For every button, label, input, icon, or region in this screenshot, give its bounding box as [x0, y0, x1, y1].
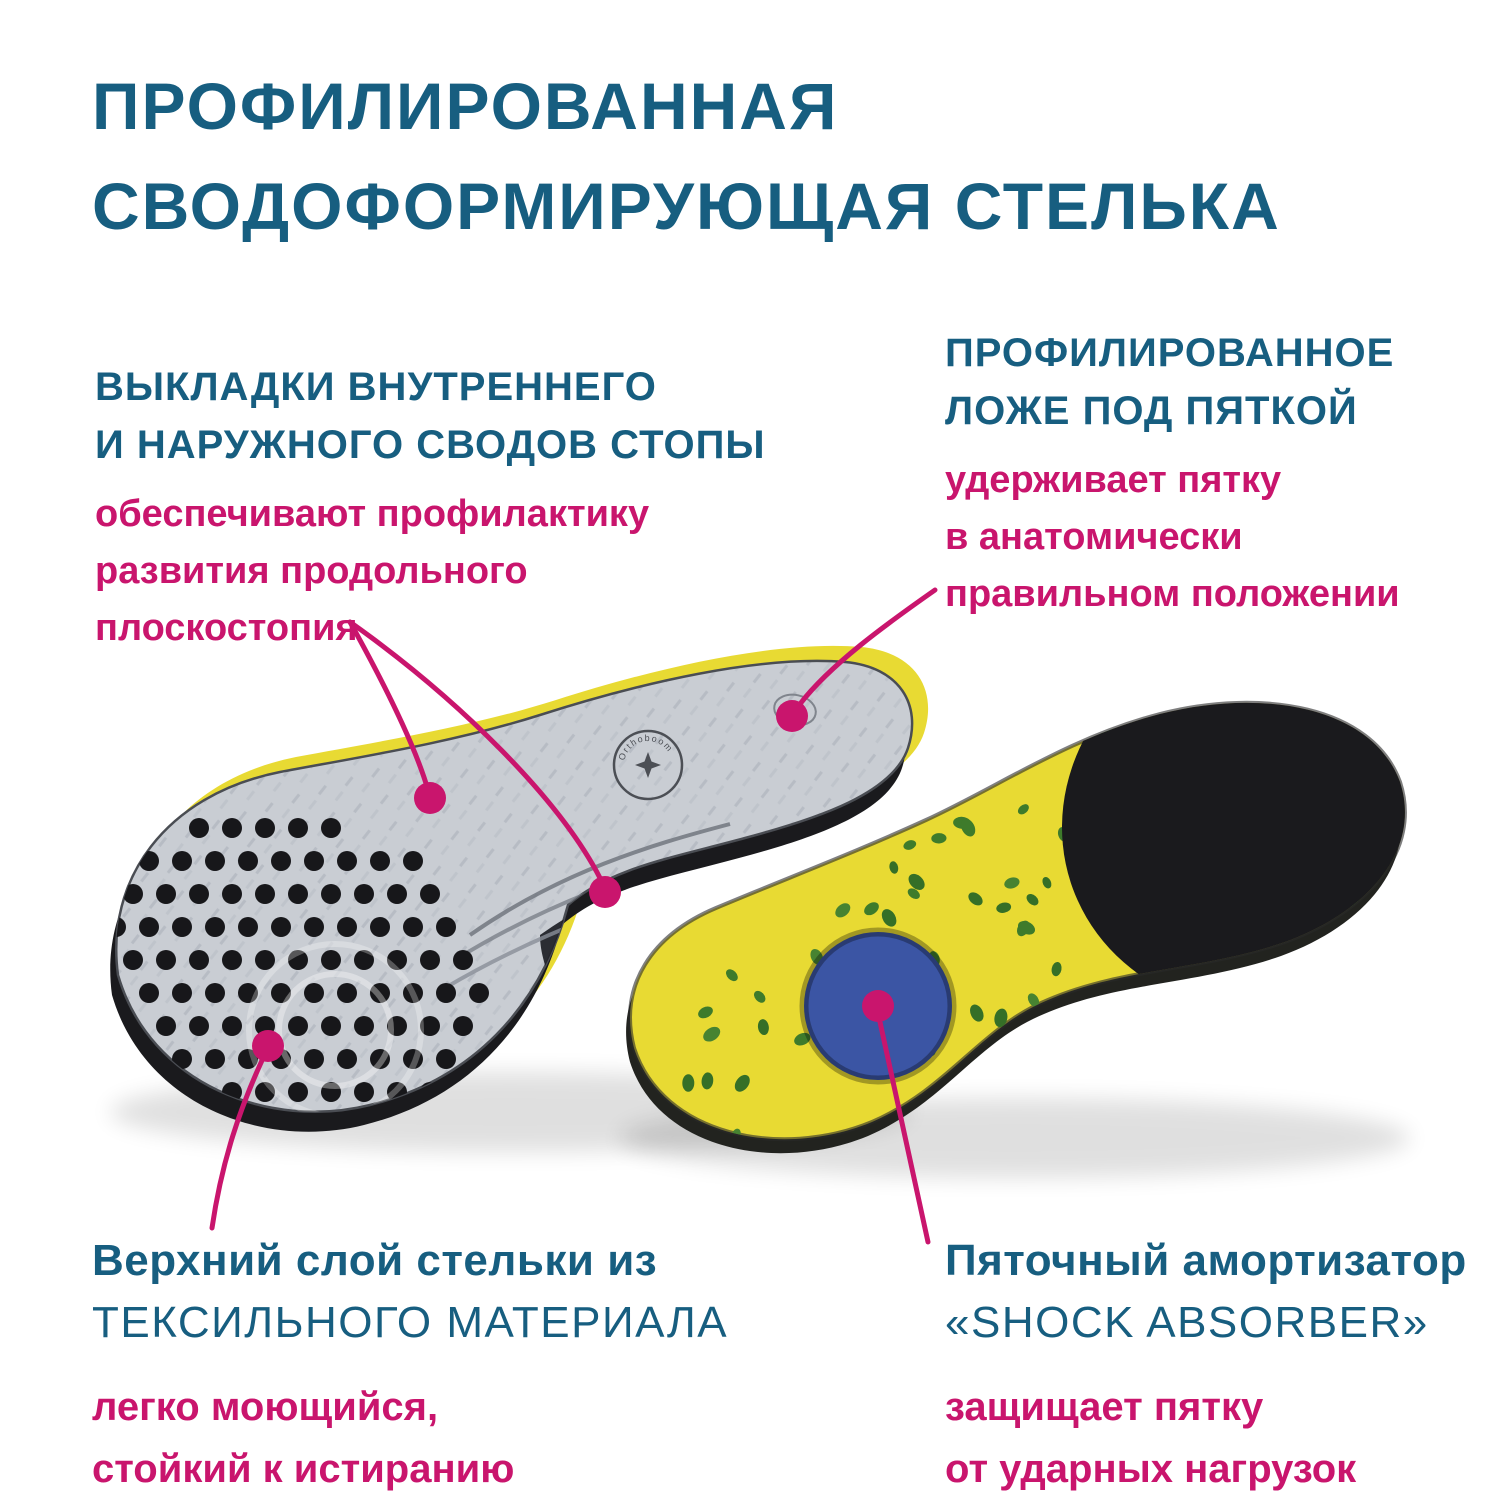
title-line: СВОДОФОРМИРУЮЩАЯ СТЕЛЬКА [92, 169, 1281, 243]
callout-heel-bed-body: удерживает пятку в анатомически правильн… [945, 452, 1400, 623]
page-title: ПРОФИЛИРОВАННАЯ СВОДОФОРМИРУЮЩАЯ СТЕЛЬКА [92, 56, 1281, 256]
left-insole-ring-texture [276, 971, 394, 1089]
callout-dot-arch-1 [414, 782, 446, 814]
shock-absorber-pad-rim [799, 927, 957, 1085]
callout-line-arch-branch-2 [347, 619, 603, 881]
callout-shock-absorber-heading: Пяточный амортизатор «SHOCK ABSORBER» [945, 1230, 1467, 1354]
callout-arch-pads-body: обеспечивают профилактику развития продо… [95, 486, 766, 657]
callout-dot-textile [252, 1030, 284, 1062]
callout-textile-layer-heading: Верхний слой стельки из ТЕКСИЛЬНОГО МАТЕ… [92, 1230, 728, 1354]
heading-line: Верхний слой стельки из [92, 1236, 658, 1285]
callout-shock-absorber-body: защищает пятку от ударных нагрузок [945, 1376, 1467, 1500]
title-line: ПРОФИЛИРОВАННАЯ [92, 69, 839, 143]
body-line: плоскостопия [95, 607, 358, 649]
body-line: в анатомически [945, 516, 1243, 558]
callout-dot-shock [862, 990, 894, 1022]
heading-line: ТЕКСИЛЬНОГО МАТЕРИАЛА [92, 1298, 729, 1347]
heading-line: ВЫКЛАДКИ ВНУТРЕННЕГО [95, 365, 657, 409]
heading-line: ПРОФИЛИРОВАННОЕ [945, 331, 1395, 375]
body-line: обеспечивают профилактику [95, 493, 650, 535]
callout-connectors [209, 587, 938, 1245]
body-line: удерживает пятку [945, 459, 1282, 501]
body-line: стойкий к истиранию [92, 1447, 515, 1491]
left-insole-perforation-dots [116, 818, 489, 1102]
callout-dot-heel-bed [776, 700, 808, 732]
callout-dots [252, 700, 894, 1062]
heading-line: ЛОЖЕ ПОД ПЯТКОЙ [945, 389, 1358, 433]
body-line: защищает пятку [945, 1385, 1264, 1429]
heading-line: Пяточный амортизатор [945, 1236, 1467, 1285]
callout-textile-layer: Верхний слой стельки из ТЕКСИЛЬНОГО МАТЕ… [92, 1230, 728, 1500]
callout-shock-absorber: Пяточный амортизатор «SHOCK ABSORBER» за… [945, 1230, 1467, 1500]
body-line: развития продольного [95, 550, 528, 592]
body-line: правильном положении [945, 573, 1400, 615]
callout-dot-arch-2 [589, 876, 621, 908]
callout-arch-pads-heading: ВЫКЛАДКИ ВНУТРЕННЕГО И НАРУЖНОГО СВОДОВ … [95, 358, 766, 474]
heading-line: «SHOCK ABSORBER» [945, 1298, 1429, 1347]
callout-line-arch-branch-1 [347, 619, 431, 793]
left-insole-ring-texture [246, 941, 424, 1112]
callout-arch-pads: ВЫКЛАДКИ ВНУТРЕННЕГО И НАРУЖНОГО СВОДОВ … [95, 358, 766, 657]
body-line: от ударных нагрузок [945, 1447, 1357, 1491]
callout-heel-bed: ПРОФИЛИРОВАННОЕ ЛОЖЕ ПОД ПЯТКОЙ удержива… [945, 324, 1400, 623]
callout-heel-bed-heading: ПРОФИЛИРОВАННОЕ ЛОЖЕ ПОД ПЯТКОЙ [945, 324, 1400, 440]
body-line: легко моющийся, [92, 1385, 439, 1429]
callout-line-shock [877, 1019, 931, 1245]
callout-textile-layer-body: легко моющийся, стойкий к истиранию [92, 1376, 728, 1500]
callout-line-heel-bed [797, 587, 938, 707]
heading-line: И НАРУЖНОГО СВОДОВ СТОПЫ [95, 423, 766, 467]
left-insole-flex-line [468, 822, 731, 937]
callout-line-textile [209, 1053, 267, 1231]
